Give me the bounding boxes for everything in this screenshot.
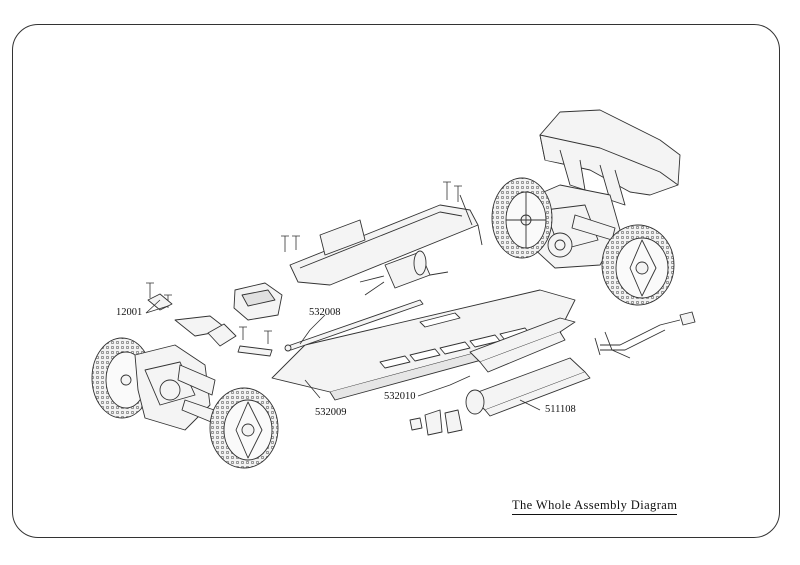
part-label-532009: 532009 <box>315 407 347 418</box>
part-label-511108: 511108 <box>545 404 576 415</box>
battery-holders <box>409 409 463 436</box>
steering-parts <box>147 293 273 357</box>
rear-wing <box>539 109 681 206</box>
rear-left-wheel <box>491 177 553 259</box>
servo <box>233 282 283 321</box>
diagram-title: The Whole Assembly Diagram <box>512 498 678 515</box>
upper-deck <box>289 194 483 286</box>
screws-top <box>146 181 462 344</box>
front-right-wheel <box>209 387 279 469</box>
part-label-532008: 532008 <box>309 307 341 318</box>
drive-shaft <box>284 299 424 352</box>
rear-right-wheel <box>601 224 675 306</box>
front-chassis-assembly <box>134 344 221 431</box>
battery-tray <box>469 317 576 373</box>
part-label-12001: 12001 <box>116 307 143 318</box>
part-label-532010: 532010 <box>384 391 416 402</box>
diagram-frame <box>12 24 780 538</box>
leader-lines <box>145 299 541 411</box>
motor <box>359 250 449 296</box>
battery <box>465 357 591 417</box>
battery-wire <box>594 311 696 359</box>
